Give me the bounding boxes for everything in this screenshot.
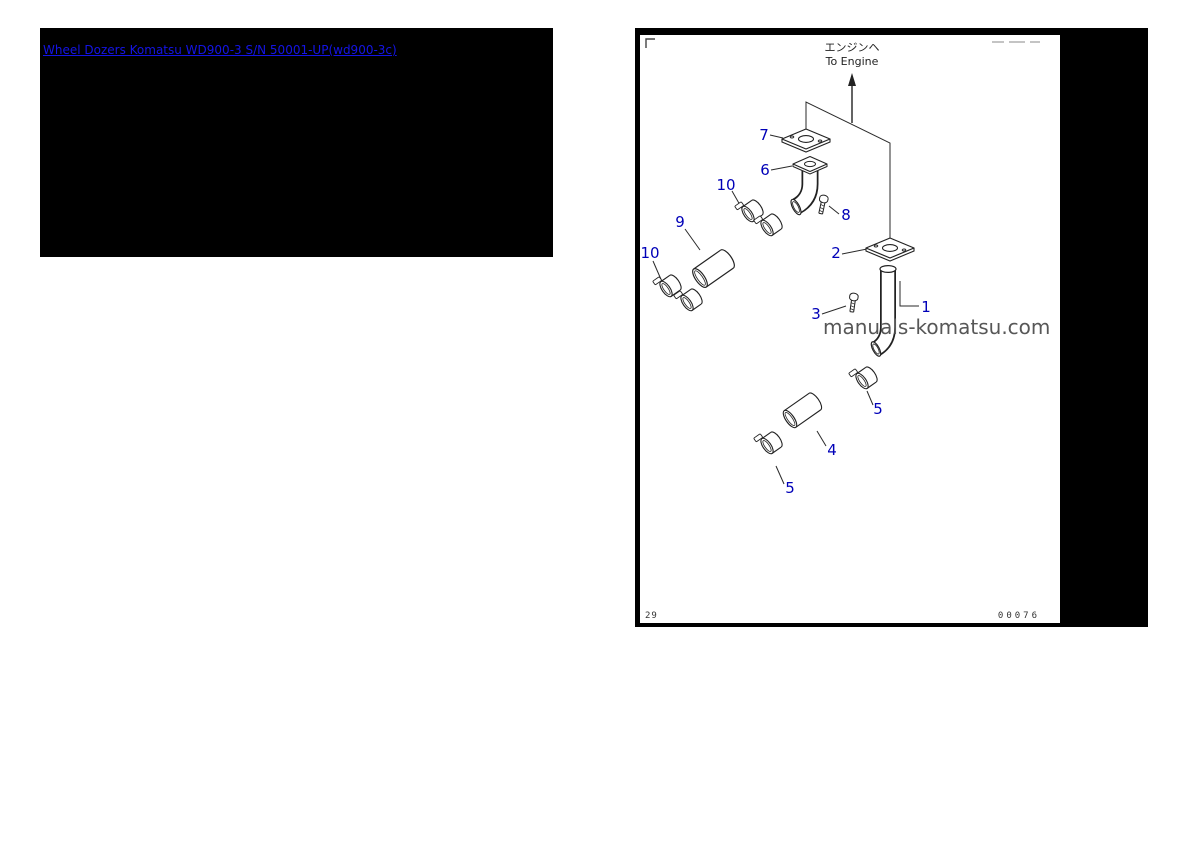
callout-leader-lines	[652, 134, 919, 485]
to-engine-label-jp: エンジンヘ	[825, 41, 880, 54]
callout-10-b[interactable]: 10	[640, 244, 659, 262]
to-engine-arrow	[848, 73, 856, 123]
sheet-figure-code: 00076	[997, 611, 1040, 621]
callout-9[interactable]: 9	[675, 213, 685, 231]
callout-1[interactable]: 1	[921, 298, 931, 316]
right-black-panel: エンジンヘ To Engine	[635, 28, 1148, 627]
manual-title-link[interactable]: Wheel Dozers Komatsu WD900-3 S/N 50001-U…	[43, 43, 397, 57]
part-10-clamp-a2	[753, 207, 785, 240]
part-10-clamp-b2	[673, 282, 705, 315]
callout-5-b[interactable]: 5	[785, 479, 795, 497]
callout-7[interactable]: 7	[759, 126, 769, 144]
part-9-hose	[689, 246, 738, 291]
part-4-hose	[780, 390, 825, 431]
callout-6[interactable]: 6	[760, 161, 770, 179]
corner-mark-left	[645, 38, 655, 48]
to-engine-label-en: To Engine	[825, 55, 879, 68]
callout-10-a[interactable]: 10	[716, 176, 735, 194]
sheet-page-number: 29	[645, 611, 658, 621]
part-2-flange	[865, 237, 915, 262]
part-3-bolt	[847, 292, 860, 313]
assembly-centerline	[805, 101, 891, 240]
left-black-panel: Wheel Dozers Komatsu WD900-3 S/N 50001-U…	[40, 28, 553, 257]
callout-2[interactable]: 2	[831, 244, 841, 262]
part-5-clamp-a	[848, 360, 880, 393]
callout-3[interactable]: 3	[811, 305, 821, 323]
callout-5-a[interactable]: 5	[873, 400, 883, 418]
part-5-clamp-b	[753, 425, 785, 458]
part-7-flange-gasket	[781, 128, 831, 153]
watermark: manuals-komatsu.com	[823, 315, 1051, 339]
part-6-elbow	[790, 155, 828, 216]
part-1-tube	[870, 265, 897, 357]
callout-8[interactable]: 8	[841, 206, 851, 224]
callout-4[interactable]: 4	[827, 441, 837, 459]
parts-diagram-sheet: エンジンヘ To Engine	[640, 35, 1060, 623]
parts-diagram-svg: エンジンヘ To Engine	[640, 38, 1040, 497]
part-8-bolt	[816, 193, 830, 216]
